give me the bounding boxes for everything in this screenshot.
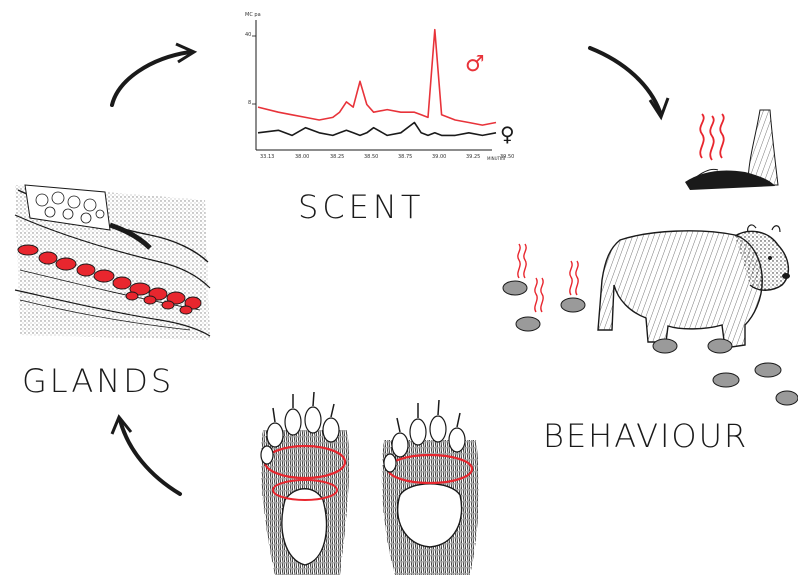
x-tick-label: 38.25 bbox=[330, 154, 344, 160]
paw-print-icon bbox=[653, 339, 677, 353]
bear-illustration bbox=[598, 225, 790, 348]
female-series-line bbox=[258, 123, 496, 136]
scent-marking-illustration bbox=[685, 110, 778, 190]
x-tick-label: 33.13 bbox=[260, 154, 274, 160]
paw-print-icon bbox=[561, 298, 585, 312]
paw-print-icon bbox=[713, 373, 739, 387]
right-paw bbox=[382, 400, 479, 575]
gland-tissue-illustration bbox=[15, 185, 210, 340]
x-tick-label: 39.25 bbox=[466, 154, 480, 160]
x-tick-label: 38.00 bbox=[295, 154, 309, 160]
paw-print-icon bbox=[776, 391, 798, 405]
y-tick-label: 8 bbox=[248, 100, 251, 106]
glands-label: GLANDS bbox=[22, 362, 174, 400]
male-symbol: ♂ bbox=[465, 52, 485, 77]
paw-print-icon bbox=[708, 339, 732, 353]
x-tick-label: 39.00 bbox=[432, 154, 446, 160]
left-paw bbox=[261, 392, 349, 575]
cycle-arrow-icon-top-left bbox=[112, 44, 194, 105]
paw-print-icon bbox=[516, 317, 540, 331]
scent-label: SCENT bbox=[298, 188, 424, 226]
bear-paws-illustration bbox=[261, 392, 479, 575]
behaviour-label: BEHAVIOUR bbox=[543, 417, 748, 455]
cycle-arrow-icon-top-right bbox=[590, 48, 668, 117]
scent-chart bbox=[252, 20, 496, 150]
female-symbol: ♀ bbox=[500, 122, 515, 146]
paw-print-icon bbox=[755, 363, 781, 377]
y-axis-unit: MC pa bbox=[245, 12, 261, 18]
paw-print-icon bbox=[503, 281, 527, 295]
male-series-line bbox=[258, 30, 496, 125]
y-tick-label: 40 bbox=[245, 32, 251, 38]
x-tick-label: 38.50 bbox=[364, 154, 378, 160]
scent-wave-icon bbox=[700, 114, 723, 160]
x-tick-label: 38.75 bbox=[398, 154, 412, 160]
cycle-arrow-icon-bottom-left bbox=[112, 417, 180, 494]
x-axis-unit: MINUTES bbox=[487, 156, 505, 161]
